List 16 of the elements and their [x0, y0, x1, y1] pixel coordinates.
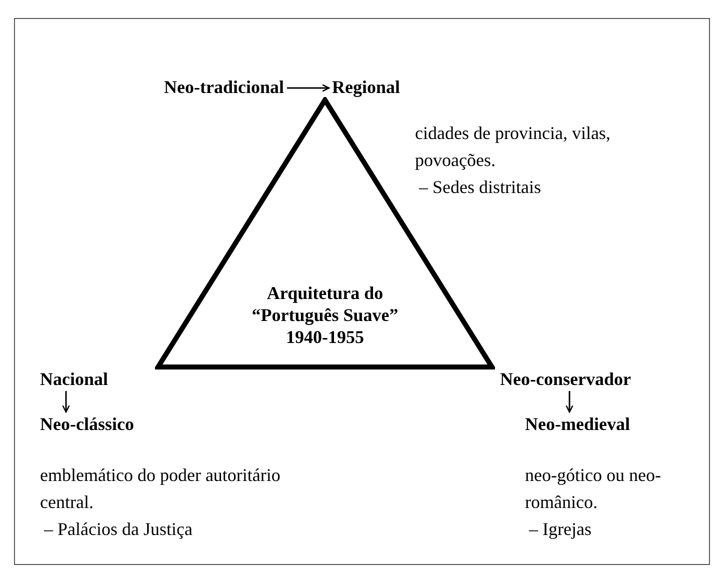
style-heading: Neo-tradicional: [164, 76, 284, 98]
style-heading: Neo-clássico: [40, 413, 134, 435]
style-heading: Neo-medieval: [525, 413, 630, 435]
description-text: emblemático do poder autoritário central.: [40, 464, 282, 514]
style-heading: Neo-conservador: [500, 368, 631, 390]
description-text: – Igrejas: [529, 518, 592, 541]
description-text: – Sedes distritais: [419, 176, 542, 199]
arrow: [62, 391, 70, 413]
arrow: [566, 391, 574, 413]
style-heading: Regional: [332, 76, 400, 98]
description-text: – Palácios da Justiça: [44, 518, 194, 541]
style-heading: Nacional: [40, 368, 108, 390]
arrow: [286, 84, 330, 92]
center-title: Arquitetura do “Português Suave” 1940-1955: [250, 282, 400, 348]
description-text: cidades de provincia, vilas, povoações.: [415, 122, 612, 172]
description-text: neo-gótico ou neo-românico.: [525, 464, 662, 514]
